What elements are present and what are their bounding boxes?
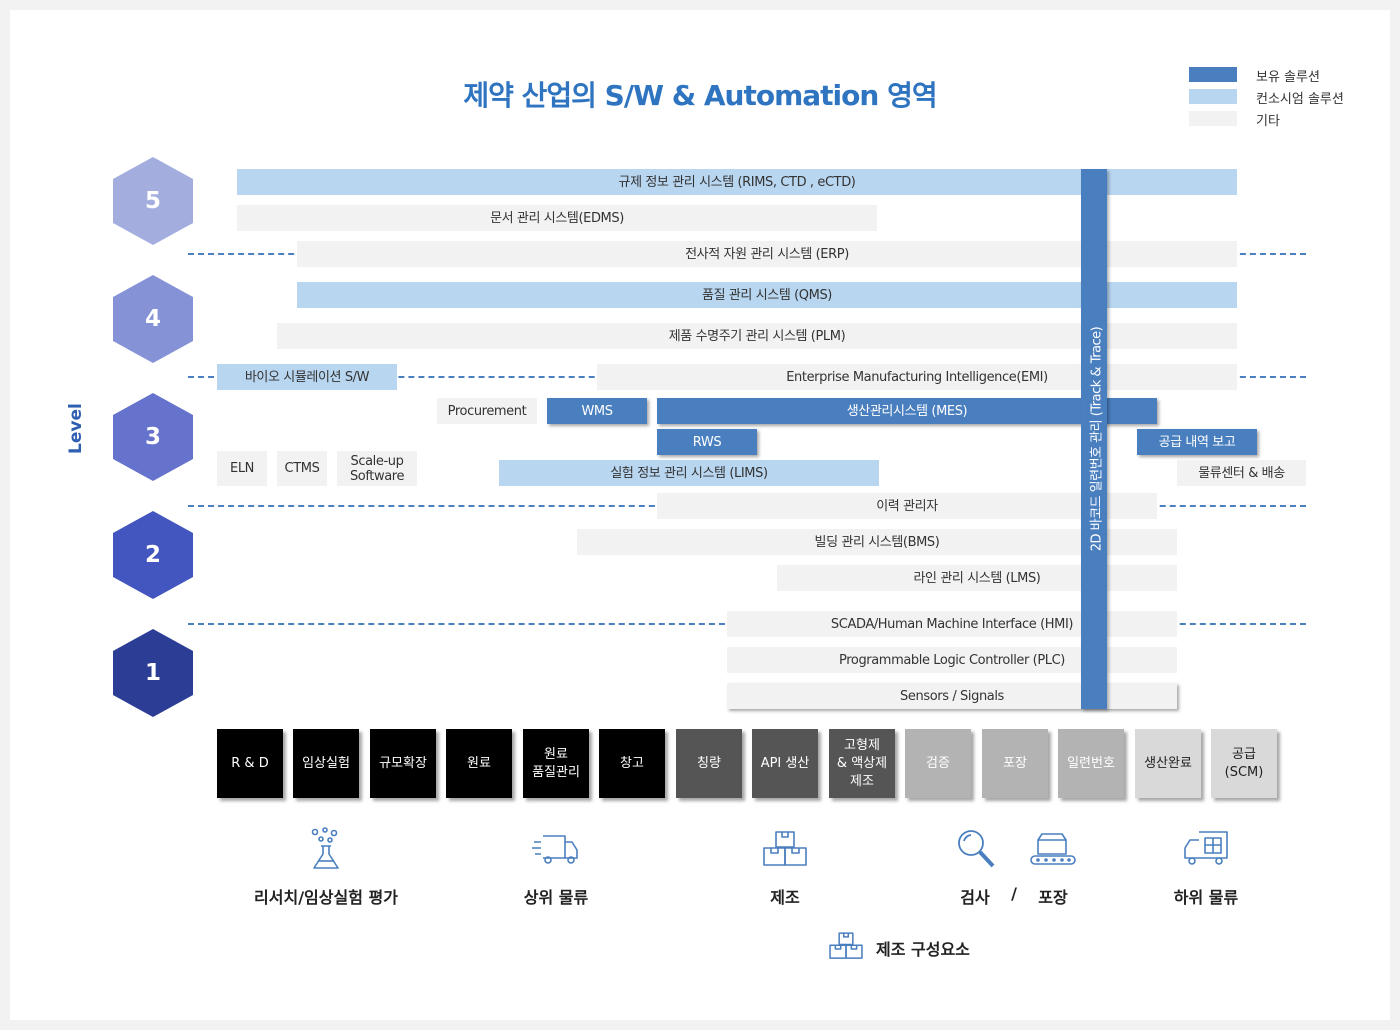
stage-formulation: 고형제 & 액상제 제조	[829, 729, 895, 798]
stage-line-1: 임상실험	[302, 755, 350, 771]
category-upstream-logistics: 상위 물류	[523, 888, 589, 907]
stage-serialization: 일련번호	[1058, 729, 1124, 798]
stage-line-2: (SCM)	[1224, 764, 1264, 780]
bar-history-manager: 이력 관리자	[657, 493, 1157, 519]
stage-line-1: R & D	[231, 755, 269, 771]
stage-line-3: 제조	[850, 773, 874, 789]
bar-lms: 라인 관리 시스템 (LMS)	[777, 565, 1177, 591]
bar-emi: Enterprise Manufacturing Intelligence(EM…	[597, 364, 1237, 390]
bar-qms: 품질 관리 시스템 (QMS)	[297, 282, 1237, 308]
stage-raw-material-qc: 원료 품질관리	[523, 729, 589, 798]
cargo-truck-icon	[1184, 831, 1228, 865]
stage-packaging: 포장	[982, 729, 1048, 798]
bar-mes: 생산관리시스템 (MES)	[657, 398, 1157, 424]
scaleup-line-1: Scale-up	[350, 453, 404, 469]
stage-raw-material: 원료	[446, 729, 512, 798]
conveyor-package-icon	[1030, 833, 1076, 865]
category-packaging: 포장	[1038, 888, 1068, 907]
stage-line-1: 원료	[544, 746, 568, 762]
stage-production-complete: 생산완료	[1135, 729, 1201, 798]
stage-line-1: 원료	[467, 755, 491, 771]
boxes-icon	[763, 831, 807, 866]
bar-scada-hmi: SCADA/Human Machine Interface (HMI)	[727, 611, 1177, 637]
stage-line-1: 창고	[620, 755, 644, 771]
bar-erp: 전사적 자원 관리 시스템 (ERP)	[297, 241, 1237, 267]
magnifier-icon	[958, 830, 995, 868]
bar-logistics: 물류센터 & 배송	[1177, 460, 1306, 486]
category-manufacturing: 제조	[770, 888, 800, 907]
stage-validation: 검증	[905, 729, 971, 798]
bar-plc: Programmable Logic Controller (PLC)	[727, 647, 1177, 673]
stage-line-1: 검증	[926, 755, 950, 771]
category-inspection: 검사	[960, 888, 990, 907]
diagram-title: 제약 산업의 S/W & Automation 영역	[463, 79, 937, 112]
stage-api-production: API 생산	[752, 729, 818, 798]
stage-warehouse: 창고	[599, 729, 665, 798]
bar-rws: RWS	[657, 429, 757, 455]
legend-label-consortium: 컨소시엄 솔루션	[1256, 92, 1344, 107]
stage-line-1: API 생산	[760, 755, 810, 771]
category-research: 리서치/임상실험 평가	[254, 888, 398, 907]
stage-line-1: 칭량	[697, 755, 721, 771]
level-1-hexagon: 1	[113, 629, 193, 717]
stage-supply-scm: 공급 (SCM)	[1211, 729, 1277, 798]
stage-line-1: 일련번호	[1067, 755, 1115, 771]
bar-bio-simulation: 바이오 시뮬레이션 S/W	[217, 364, 397, 390]
stage-line-2: & 액상제	[836, 755, 888, 771]
stage-clinical: 임상실험	[293, 729, 359, 798]
bar-plm: 제품 수명주기 관리 시스템 (PLM)	[277, 323, 1237, 349]
level-5-hexagon: 5	[113, 157, 193, 245]
level-axis-label: Level	[66, 403, 86, 454]
bar-supply-report: 공급 내역 보고	[1137, 429, 1257, 455]
stage-scaleup: 규모확장	[370, 729, 436, 798]
legend-label-own: 보유 솔루션	[1256, 70, 1320, 85]
scaleup-line-2: Software	[349, 468, 405, 484]
flask-icon	[311, 827, 339, 869]
bar-procurement: Procurement	[437, 398, 537, 424]
components-boxes-icon	[829, 932, 863, 959]
stage-weighing: 칭량	[676, 729, 742, 798]
bar-edms: 문서 관리 시스템(EDMS)	[237, 205, 877, 231]
stage-line-2: 품질관리	[532, 764, 580, 780]
bar-sensors: Sensors / Signals	[727, 683, 1177, 709]
stage-line-1: 생산완료	[1144, 755, 1192, 771]
bar-bms: 빌딩 관리 시스템(BMS)	[577, 529, 1177, 555]
stage-line-1: 공급	[1232, 746, 1256, 762]
bar-track-and-trace	[1081, 169, 1107, 709]
bar-wms: WMS	[547, 398, 647, 424]
bar-lims: 실험 정보 관리 시스템 (LIMS)	[499, 460, 879, 486]
stage-line-1: 규모확장	[379, 755, 427, 771]
category-separator: /	[1011, 884, 1017, 903]
category-manufacturing-components: 제조 구성요소	[876, 940, 970, 959]
bar-scaleup-software: Scale-up Software	[337, 451, 417, 486]
legend-swatch-own	[1189, 67, 1237, 82]
stage-line-1: 고형제	[844, 737, 880, 753]
category-downstream-logistics: 하위 물류	[1173, 888, 1239, 907]
stage-rnd: R & D	[217, 729, 283, 798]
level-2-hexagon: 2	[113, 511, 193, 599]
stage-line-1: 포장	[1003, 755, 1027, 771]
bar-eln: ELN	[217, 451, 267, 486]
legend-swatch-other	[1189, 111, 1237, 126]
bar-ctms: CTMS	[277, 451, 327, 486]
legend-swatch-consortium	[1189, 89, 1237, 104]
legend-label-other: 기타	[1256, 114, 1280, 129]
delivery-truck-icon	[532, 835, 578, 864]
bar-rims: 규제 정보 관리 시스템 (RIMS, CTD , eCTD)	[237, 169, 1237, 195]
